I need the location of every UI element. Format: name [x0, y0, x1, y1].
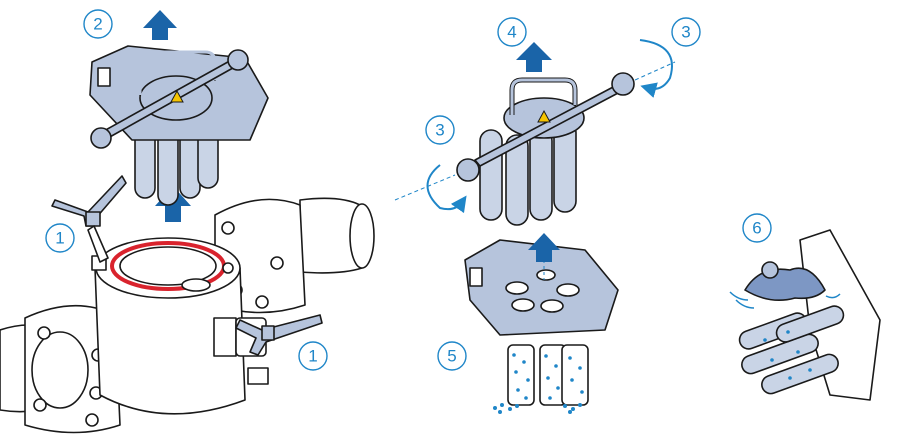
lift-arrow-4	[516, 42, 552, 72]
step-label-3-left: 3	[426, 116, 454, 144]
svg-text:3: 3	[681, 23, 690, 42]
svg-text:1: 1	[55, 229, 64, 248]
svg-text:6: 6	[752, 219, 761, 238]
step-label-3-right: 3	[672, 18, 700, 46]
lift-arrow-2	[143, 10, 177, 40]
svg-text:4: 4	[507, 23, 516, 42]
step-label-6: 6	[743, 214, 771, 242]
svg-text:1: 1	[308, 347, 317, 366]
step-label-4: 4	[498, 18, 526, 46]
cleaning-assembly	[730, 230, 880, 400]
step-label-1b: 1	[299, 342, 327, 370]
step-label-2: 2	[84, 10, 112, 38]
filter-housing	[0, 176, 374, 433]
step-label-1a: 1	[46, 224, 74, 252]
svg-text:3: 3	[435, 121, 444, 140]
sleeve-plate	[465, 240, 618, 414]
step-label-5: 5	[438, 342, 466, 370]
rotation-arrow-right	[640, 40, 672, 89]
svg-text:5: 5	[447, 347, 456, 366]
svg-text:2: 2	[93, 15, 102, 34]
